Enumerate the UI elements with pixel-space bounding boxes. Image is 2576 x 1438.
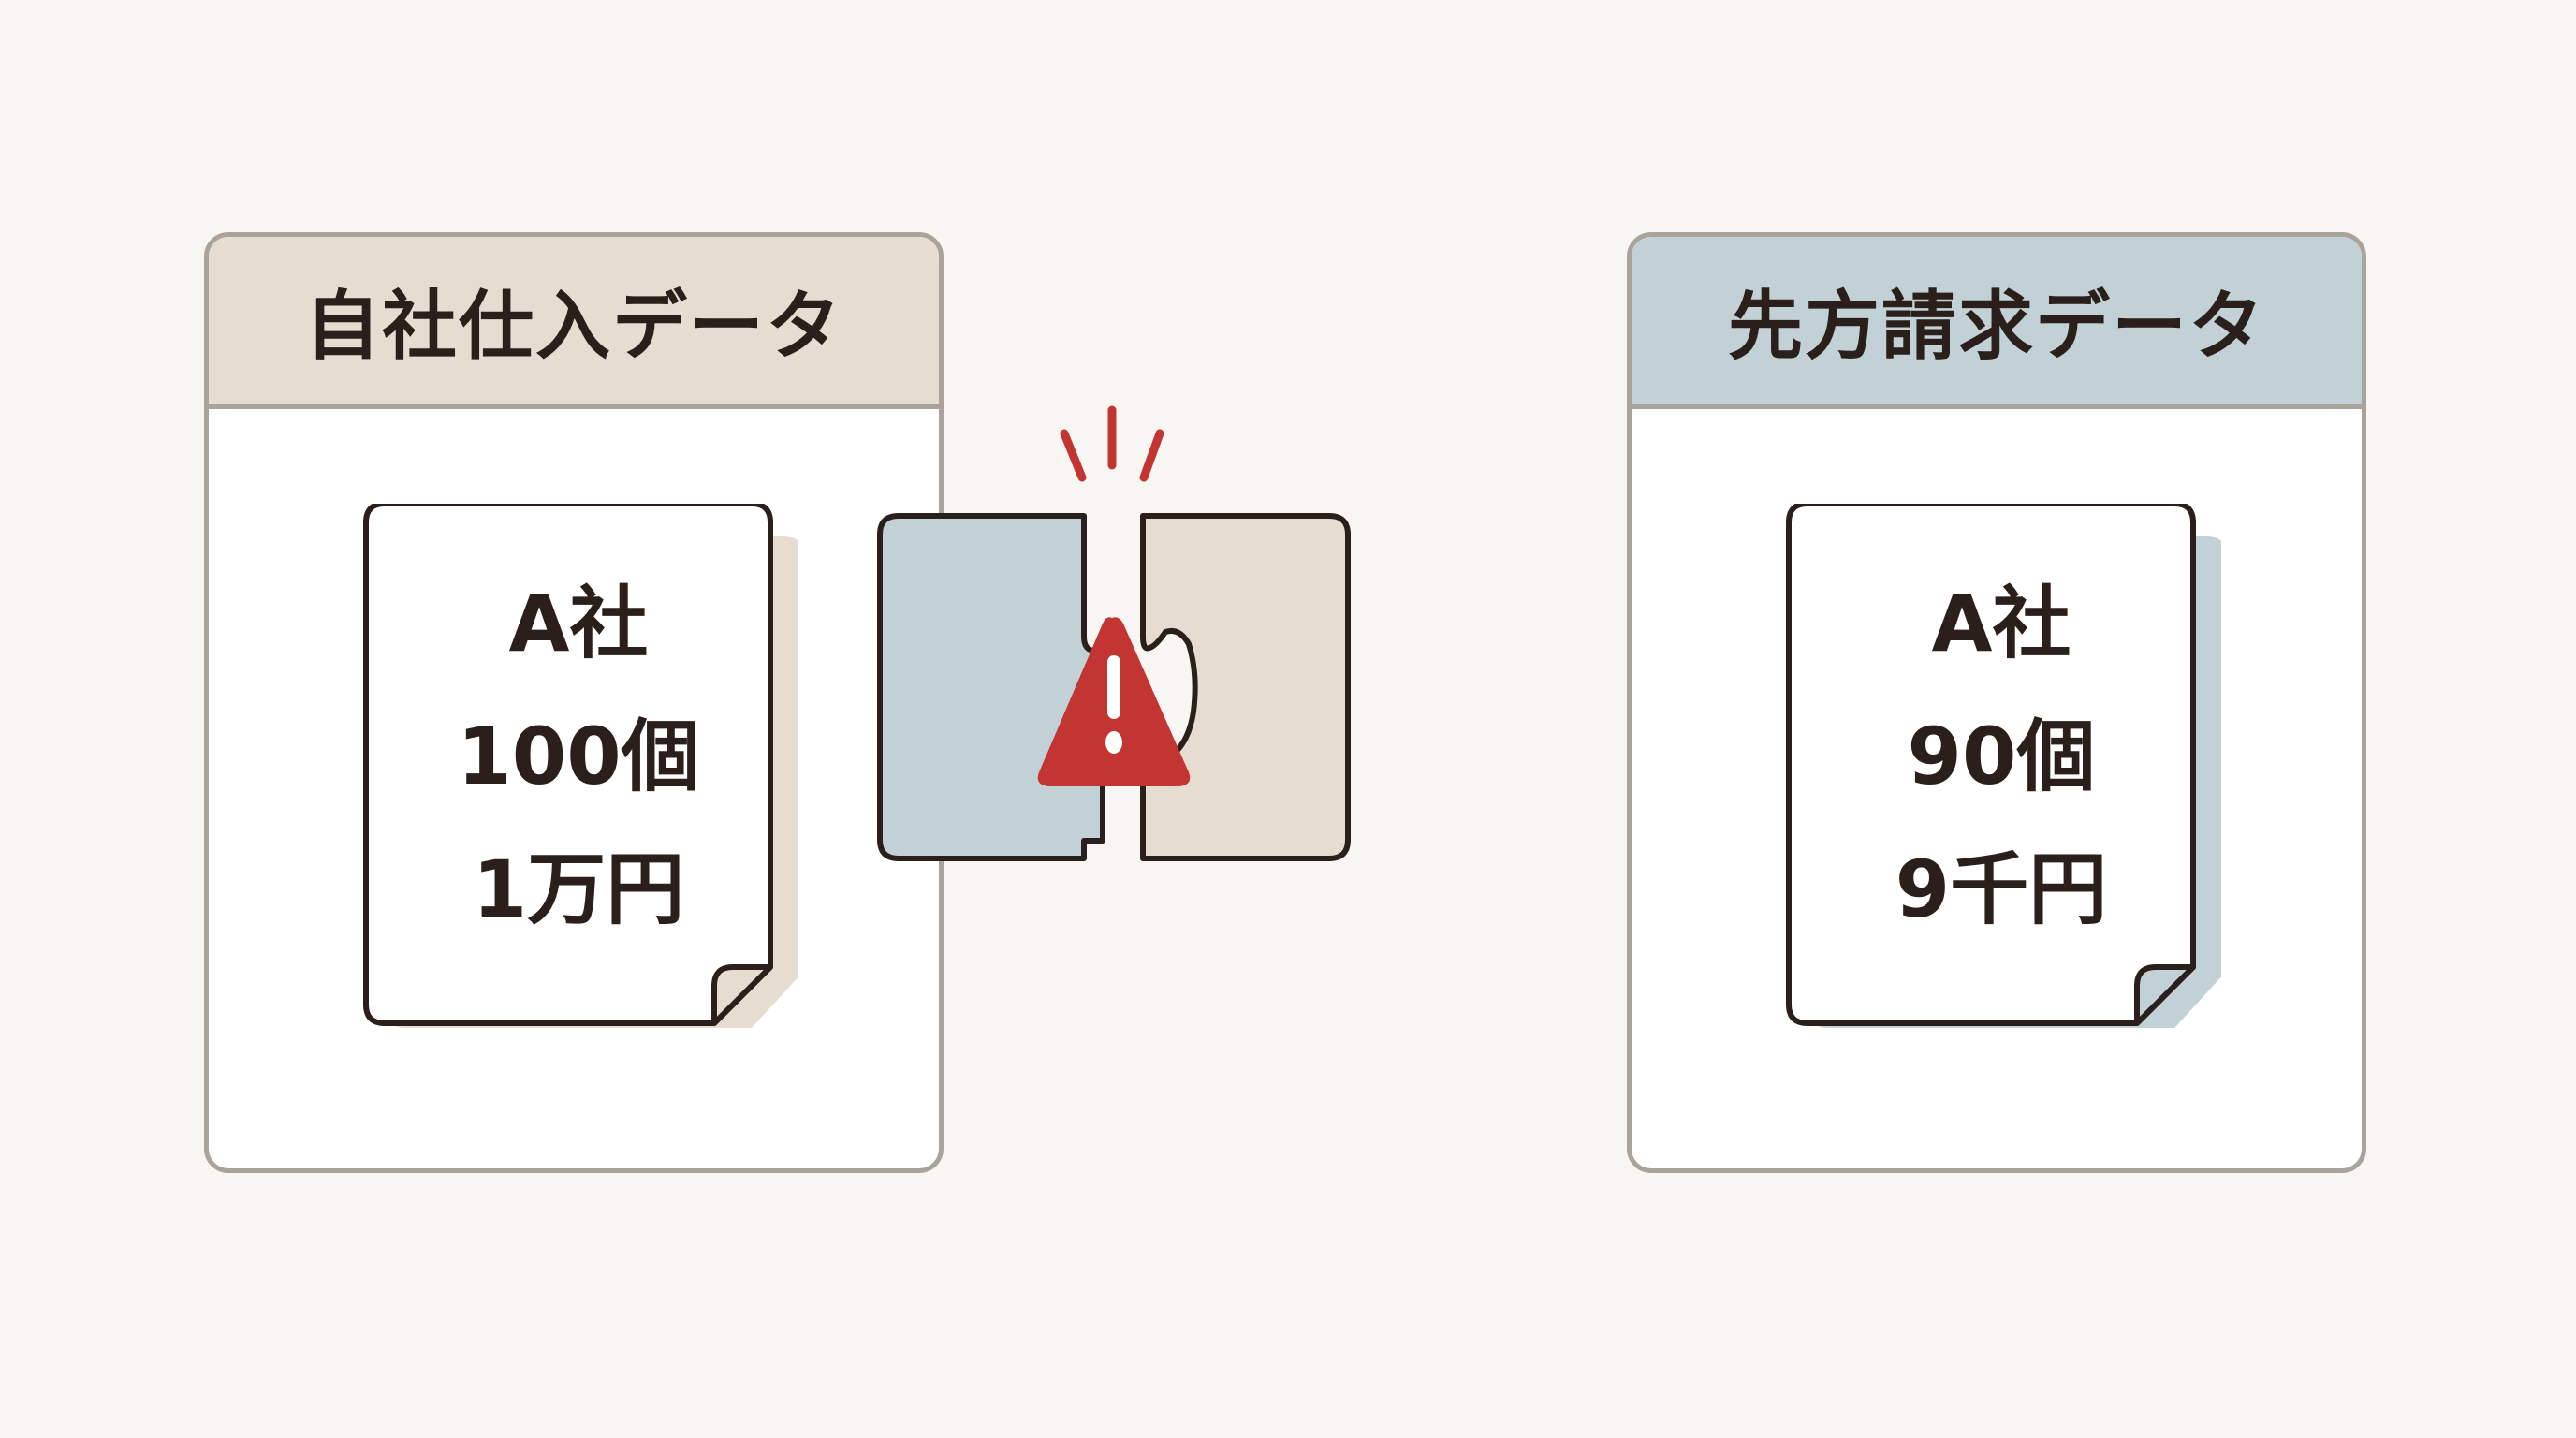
quantity: 100個 bbox=[457, 711, 700, 802]
document-card: A社 100個 1万円 bbox=[359, 504, 798, 1042]
supplier-invoice-data-panel: 先方請求データ A社 90個 9千円 bbox=[1627, 232, 2366, 1173]
right-puzzle-piece-icon bbox=[1140, 513, 1351, 861]
mismatch-illustration bbox=[871, 393, 1713, 936]
amount: 9千円 bbox=[1895, 844, 2108, 935]
warning-triangle-icon bbox=[1037, 617, 1191, 786]
own-purchase-data-panel: 自社仕入データ A社 100個 1万円 bbox=[204, 232, 944, 1173]
panel-title: 自社仕入データ bbox=[209, 237, 939, 409]
amount: 1万円 bbox=[472, 844, 685, 935]
company-name: A社 bbox=[1931, 578, 2071, 669]
company-name: A社 bbox=[508, 578, 649, 669]
document-icon bbox=[363, 504, 798, 1028]
document-icon bbox=[1786, 504, 2221, 1028]
quantity: 90個 bbox=[1907, 711, 2096, 802]
document-card: A社 90個 9千円 bbox=[1781, 504, 2221, 1042]
left-puzzle-piece-icon bbox=[877, 513, 1105, 861]
alert-burst-icon bbox=[1060, 405, 1164, 482]
panel-title: 先方請求データ bbox=[1632, 237, 2362, 409]
